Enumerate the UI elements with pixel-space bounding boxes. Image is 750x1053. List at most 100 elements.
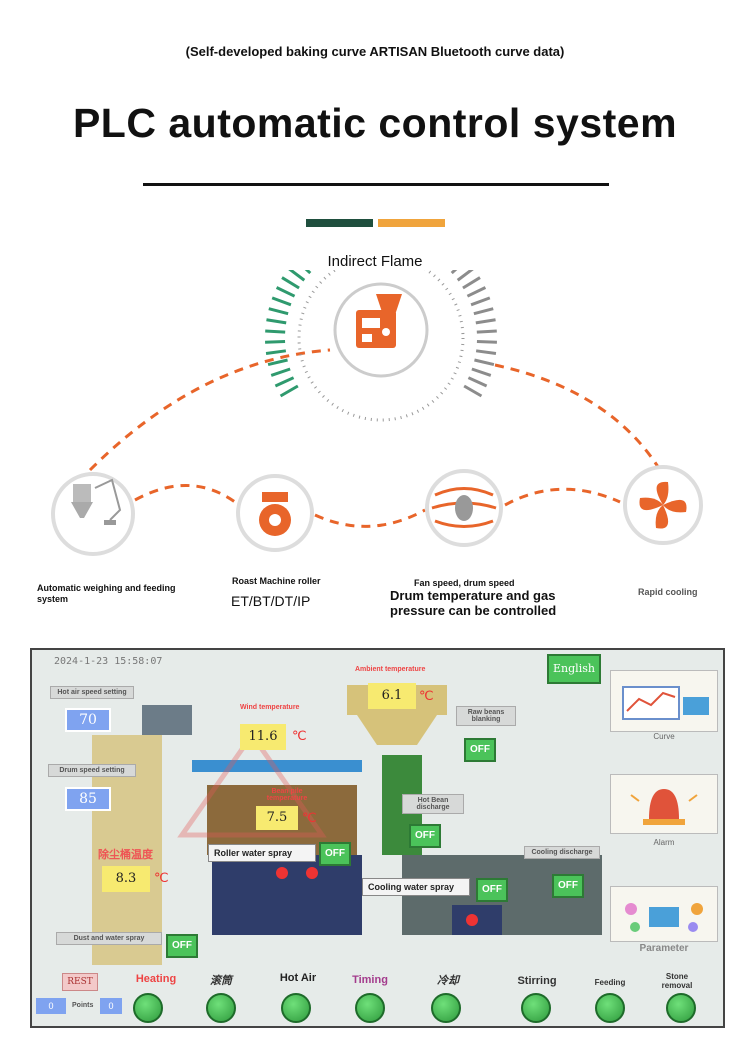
alarm-card[interactable] <box>610 774 718 834</box>
gauge-tick <box>270 367 291 377</box>
cooling-water-spray-toggle[interactable]: OFF <box>476 878 508 902</box>
hmi-panel: 2024-1-23 15:58:07 English Hot air speed… <box>30 648 725 1028</box>
fan-icon <box>623 465 703 545</box>
parameter-card[interactable] <box>610 886 718 942</box>
heating-button[interactable] <box>133 993 163 1023</box>
page-title: PLC automatic control system <box>72 100 678 146</box>
accent-bar-green <box>306 219 373 227</box>
hot-air-speed-value[interactable]: 70 <box>65 708 111 732</box>
timing-label: Timing <box>352 974 388 986</box>
gauge-tick <box>467 376 488 388</box>
hot-air-button[interactable] <box>281 993 311 1023</box>
language-button[interactable]: English <box>547 654 601 684</box>
gauge-tick <box>274 376 295 388</box>
gauge-tick <box>288 270 306 282</box>
gauge-tick <box>463 384 483 398</box>
dust-water-spray-label: Dust and water spray <box>56 932 162 945</box>
curve-icon <box>622 686 709 720</box>
page-subtitle: (Self-developed baking curve ARTISAN Blu… <box>185 44 565 59</box>
cooling-water-spray-label: Cooling water spray <box>362 878 470 896</box>
alarm-icon <box>630 789 698 825</box>
dust-bucket-temp-unit: ℃ <box>154 870 169 885</box>
gauge-tick <box>475 349 497 355</box>
gauge-tick <box>265 329 286 334</box>
raw-beans-blanking-label: Raw beans blanking <box>456 706 516 726</box>
feeding-label: Feeding <box>594 978 626 987</box>
link-2 <box>314 508 426 528</box>
gauge-tick <box>275 286 296 298</box>
gauge-ticks <box>265 270 497 398</box>
indirect-flame-icon <box>333 282 429 378</box>
cooling-discharge-toggle[interactable]: OFF <box>552 874 584 898</box>
roller-water-spray-label: Roller water spray <box>208 844 316 862</box>
ambient-temp-value: 6.1 <box>368 683 416 709</box>
accent-bar-orange <box>378 219 445 227</box>
feeding-button[interactable] <box>595 993 625 1023</box>
raw-beans-blanking-toggle[interactable]: OFF <box>464 738 496 762</box>
roller-icon <box>236 474 314 552</box>
cooling-discharge-label: Cooling discharge <box>524 846 600 859</box>
feature-weighing-label: Automatic weighing and feeding system <box>37 583 176 604</box>
arc-left <box>88 348 331 472</box>
stone-removal-button[interactable] <box>666 993 696 1023</box>
dust-water-spray-toggle[interactable]: OFF <box>166 934 198 958</box>
roaster-machine-illustration <box>92 685 602 965</box>
gauge-tick <box>271 296 292 307</box>
gauge-tick <box>267 358 288 367</box>
gauge-tick <box>279 384 299 398</box>
silo-icon <box>51 472 135 556</box>
drum-button[interactable] <box>206 993 236 1023</box>
roller-water-spray-toggle[interactable]: OFF <box>319 842 351 866</box>
gauge-tick <box>471 367 492 377</box>
title-underline <box>143 183 609 186</box>
wind-temp-value: 11.6 <box>240 724 286 750</box>
timing-button[interactable] <box>355 993 385 1023</box>
curve-card[interactable] <box>610 670 718 732</box>
points-value-left[interactable]: 0 <box>36 998 66 1014</box>
gauge-tick <box>476 329 497 334</box>
bean-pile-unit: ℃ <box>302 810 317 825</box>
indirect-flame-label: Indirect Flame <box>327 253 423 270</box>
stone-removal-label: Stone removal <box>661 972 693 990</box>
heating-label: Heating <box>135 973 177 985</box>
feature-fan-sub: Drum temperature and gas pressure can be… <box>390 588 557 618</box>
link-1 <box>134 484 236 504</box>
stirring-button[interactable] <box>521 993 551 1023</box>
gauge-tick <box>265 340 286 344</box>
gauge-tick <box>476 340 497 344</box>
hot-bean-discharge-label: Hot Bean discharge <box>402 794 464 814</box>
dotted-ring <box>297 270 465 422</box>
cooling-button[interactable] <box>431 993 461 1023</box>
drum-speed-value[interactable]: 85 <box>65 787 111 811</box>
ambient-temp-label: Ambient temperature <box>355 666 426 673</box>
gauge-tick <box>266 318 287 325</box>
bean-pile-value: 7.5 <box>256 806 298 830</box>
wind-temp-unit: ℃ <box>292 728 307 743</box>
gauge-tick <box>450 270 458 275</box>
hot-air-speed-label: Hot air speed setting <box>50 686 134 699</box>
cooling-label: 冷却 <box>437 974 459 987</box>
reset-button[interactable]: REST <box>62 973 98 991</box>
bean-icon <box>425 469 503 547</box>
ambient-temp-unit: ℃ <box>419 688 434 703</box>
gauge-tick <box>462 276 481 290</box>
gauge-tick <box>475 318 496 325</box>
stirring-label: Stirring <box>517 975 557 987</box>
dust-bucket-temp-value: 8.3 <box>102 866 150 892</box>
parameter-caption: Parameter <box>639 943 689 954</box>
feature-fan-label: Fan speed, drum speed <box>414 578 515 588</box>
drum-label: 滚筒 <box>210 974 232 987</box>
gauge-tick <box>268 307 289 316</box>
points-value-right[interactable]: 0 <box>100 998 122 1014</box>
wind-temp-label: Wind temperature <box>240 704 300 711</box>
hot-air-label: Hot Air <box>279 972 317 984</box>
gauge-tick <box>304 270 312 275</box>
feature-cooling-label: Rapid cooling <box>638 587 698 597</box>
gauge-tick <box>281 276 300 290</box>
feature-roller-sub: ET/BT/DT/IP <box>231 593 311 609</box>
feature-diagram <box>51 270 703 556</box>
gauge-tick <box>456 270 474 282</box>
arc-right <box>494 363 662 471</box>
hot-bean-discharge-toggle[interactable]: OFF <box>409 824 441 848</box>
